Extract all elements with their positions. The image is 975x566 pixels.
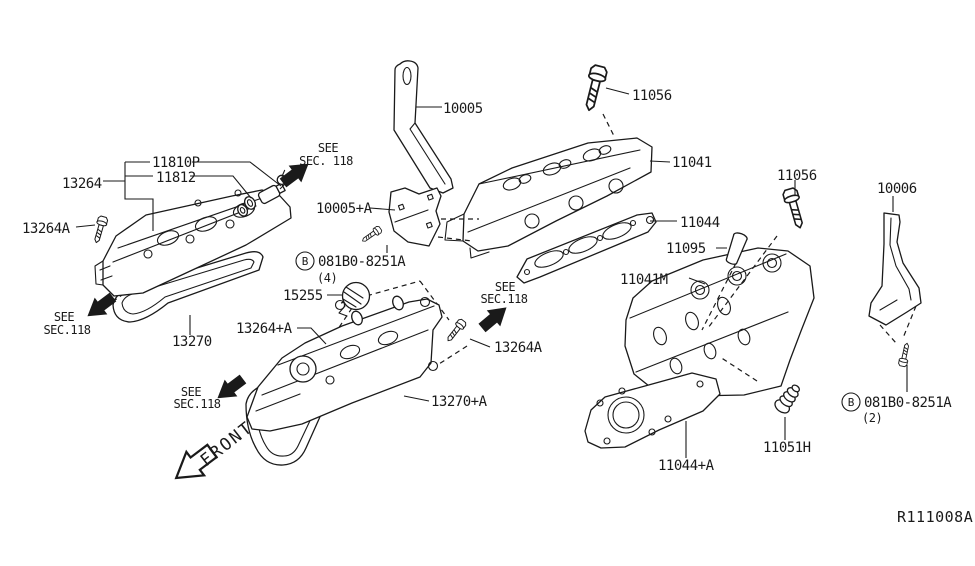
oil-filler-cap-15255-drawing — [338, 281, 371, 317]
bolt-11051H-drawing — [774, 384, 800, 414]
see-note-line: SEE — [495, 280, 515, 294]
part-label-13264pA: 13264+A — [236, 321, 293, 337]
head-gasket-11044A-drawing — [584, 372, 721, 449]
bolt-callout-b1-letter: B — [302, 255, 309, 268]
part-label-11044: 11044 — [680, 215, 720, 231]
bolt-callout-b2-code: 081B0-8251A — [864, 395, 952, 411]
part-label-11812: 11812 — [156, 170, 196, 186]
part-label-11041: 11041 — [672, 155, 712, 171]
bolt-callout-b1-code: 081B0-8251A — [318, 254, 406, 270]
cylinder-head-11041-drawing — [444, 137, 653, 259]
bolt-081B0-8251A-4 — [359, 224, 384, 245]
part-label-11041M: 11041M — [620, 272, 668, 288]
see-note-line: SEC. 118 — [299, 154, 353, 168]
part-label-11056-right: 11056 — [777, 168, 817, 184]
part-label-13270pA: 13270+A — [431, 394, 488, 410]
part-label-15255: 15255 — [283, 288, 323, 304]
see-note-line: SEE — [181, 385, 201, 399]
part-label-11056-top: 11056 — [632, 88, 672, 104]
front-label: FRONT — [197, 418, 258, 471]
part-label-10006: 10006 — [877, 181, 917, 197]
cylinder-head-11041M-drawing — [624, 247, 815, 397]
bolt-callout-b2-letter: B — [848, 396, 855, 409]
see-sec118-note-top: SEE SEC. 118 — [299, 141, 354, 168]
figure-ref-code: R111008A — [897, 508, 973, 526]
see-note-line: SEE — [54, 310, 74, 324]
dowel-pin-11095-drawing — [725, 232, 748, 265]
part-label-11044A: 11044+A — [658, 458, 715, 474]
bolt-13264A-mid — [443, 317, 468, 345]
part-label-10005: 10005 — [443, 101, 483, 117]
bolt-callout-b1: B 081B0-8251A (4) — [295, 251, 407, 285]
see-sec118-note-mid: SEE SEC.118 — [480, 280, 528, 306]
engine-slinger-10006-drawing — [868, 212, 922, 326]
see-sec118-note-left: SEE SEC.118 — [43, 310, 91, 337]
part-label-11810P: 11810P — [152, 155, 200, 171]
part-label-13270: 13270 — [172, 334, 212, 350]
part-label-13264: 13264 — [62, 176, 102, 192]
see-note-line: SEE — [318, 141, 338, 155]
part-label-10005A: 10005+A — [316, 201, 373, 217]
part-label-13264A-left: 13264A — [22, 221, 71, 237]
head-gasket-11044-drawing — [516, 212, 657, 284]
bracket-10005A-drawing — [388, 187, 442, 247]
part-label-11051H: 11051H — [763, 440, 811, 456]
bolt-11056-top — [579, 63, 610, 114]
rocker-cover-13264A-drawing — [246, 295, 443, 432]
part-label-13264A-mid: 13264A — [494, 340, 543, 356]
see-sec118-note-bottom: SEE SEC.118 — [173, 385, 221, 411]
leader-lines — [75, 87, 908, 458]
bolt-081B0-8251A-2 — [897, 341, 912, 368]
see-note-line: SEC.118 — [43, 323, 90, 337]
bolt-callout-b1-qty: (4) — [317, 271, 337, 285]
see-note-line: SEC.118 — [173, 397, 220, 411]
bolt-callout-b2: B 081B0-8251A (2) — [841, 392, 953, 425]
see-note-line: SEC.118 — [480, 292, 527, 306]
bolt-13264A-left — [90, 214, 110, 245]
oil-pump-tube-10005-drawing — [393, 60, 454, 194]
grommet-11812-drawing — [237, 196, 257, 217]
bolt-callout-b2-qty: (2) — [862, 411, 882, 425]
part-label-11095: 11095 — [666, 241, 706, 257]
dashed-guides — [114, 113, 917, 382]
